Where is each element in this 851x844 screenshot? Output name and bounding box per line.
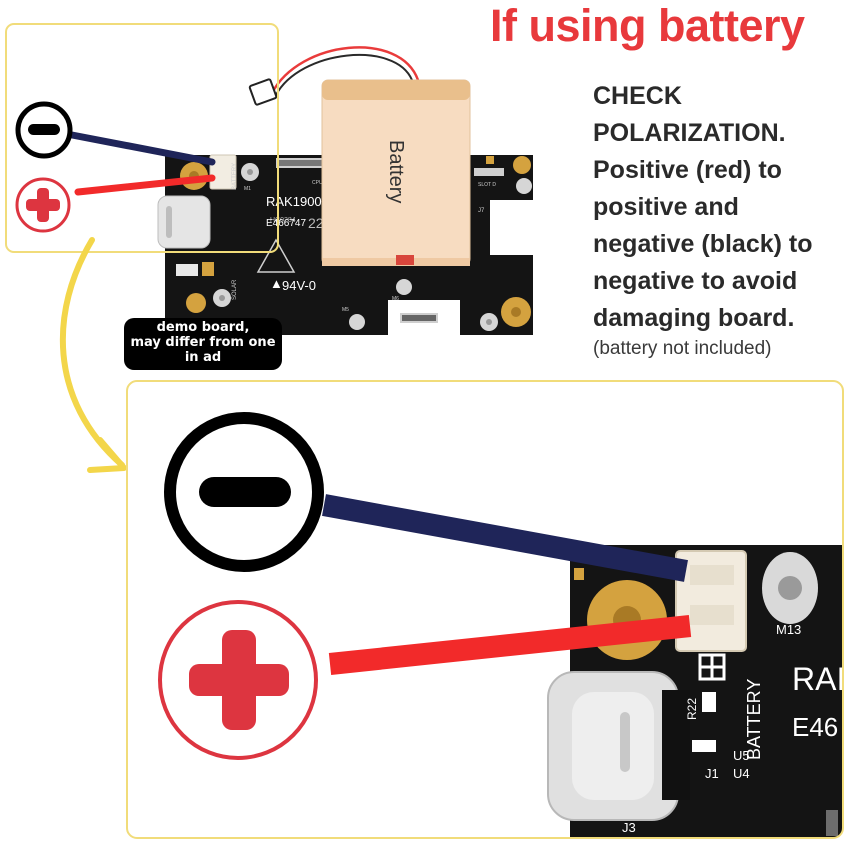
svg-text:▲: ▲ <box>270 276 283 291</box>
svg-text:R22: R22 <box>685 698 699 720</box>
svg-text:U5: U5 <box>733 748 750 763</box>
screw-hole <box>349 314 365 330</box>
svg-text:J1: J1 <box>705 766 719 781</box>
instruction-line: damaging board. <box>593 304 795 332</box>
instruction-line: CHECK <box>593 82 682 110</box>
mount-pad <box>186 293 206 313</box>
svg-text:HC0284: HC0284 <box>270 217 296 224</box>
battery-plug <box>248 78 278 106</box>
battery-icon: Battery <box>321 79 471 266</box>
demo-board-caption: demo board, may differ from one in ad <box>124 318 282 370</box>
usb-c-port-icon <box>157 195 211 249</box>
svg-text:J3: J3 <box>622 820 636 835</box>
svg-text:M5: M5 <box>342 307 349 313</box>
page-title: If using battery <box>490 0 805 51</box>
instruction-line: negative (black) to <box>593 230 813 258</box>
svg-text:SLOT D: SLOT D <box>478 182 496 188</box>
polarization-instructions: CHECK POLARIZATION. Positive (red) to po… <box>593 78 851 337</box>
svg-text:BATTERY: BATTERY <box>744 679 764 760</box>
board-diagram: RAK19007 V HC0284 E466747 22 ▲ 94V-0 M1 … <box>5 23 533 335</box>
connector-highlight-box <box>5 23 279 253</box>
instruction-line: Positive (red) to <box>593 156 782 184</box>
svg-text:U4: U4 <box>733 766 750 781</box>
svg-text:E466747: E466747 <box>266 218 306 229</box>
instruction-line: negative to avoid <box>593 267 798 295</box>
connector-icon <box>209 154 237 190</box>
minus-symbol-icon <box>15 101 73 159</box>
svg-text:SOLAR: SOLAR <box>232 279 238 300</box>
zoomed-connector-detail: M13 RAI E46 BATTERY R22 J1 U5 U4 J3 <box>126 380 845 839</box>
slot-connector <box>474 168 504 176</box>
svg-text:M13: M13 <box>776 622 801 637</box>
svg-text:M6: M6 <box>392 296 399 302</box>
svg-text:J7: J7 <box>478 208 485 214</box>
plus-symbol-icon-large <box>158 600 318 760</box>
plus-symbol-icon <box>15 177 71 233</box>
instruction-line: POLARIZATION. <box>593 119 786 147</box>
svg-text:M1: M1 <box>244 186 251 192</box>
svg-text:E46: E46 <box>792 712 838 742</box>
svg-text:Battery: Battery <box>385 140 407 203</box>
curved-arrow-icon <box>59 237 127 473</box>
screw-hole <box>516 178 532 194</box>
svg-text:BATTERY: BATTERY <box>232 163 238 190</box>
instruction-line: positive and <box>593 193 739 221</box>
svg-text:RAI: RAI <box>792 661 845 697</box>
battery-note: (battery not included) <box>593 338 772 359</box>
minus-symbol-icon-large <box>164 412 324 572</box>
mount-pad <box>513 156 531 174</box>
zoom-frame <box>126 380 844 839</box>
svg-text:94V-0: 94V-0 <box>282 278 316 293</box>
screw-hole <box>396 279 412 295</box>
svg-text:22: 22 <box>308 215 324 231</box>
